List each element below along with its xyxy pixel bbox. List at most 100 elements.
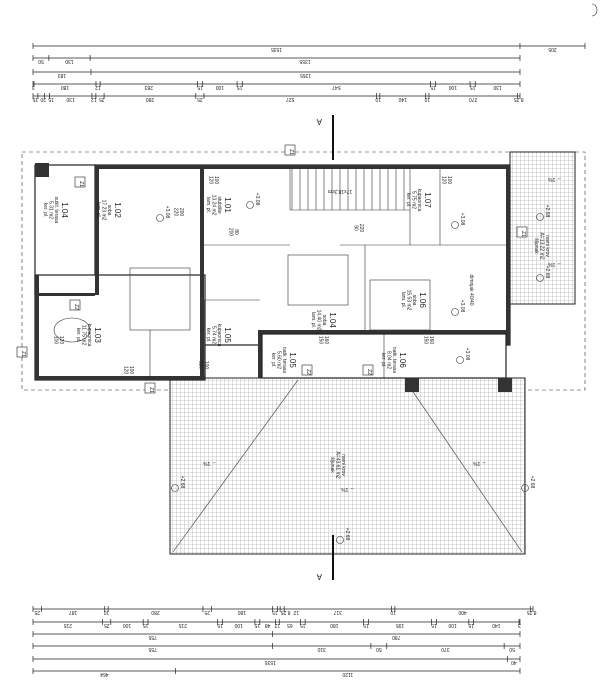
level-label: +3.08 xyxy=(459,213,465,226)
room-label-1-03-line: 11.75 m2 xyxy=(81,325,87,346)
room-label-1-03-line: kupaonica xyxy=(86,324,92,347)
room-label-1-04-line: sušil. terasa xyxy=(53,197,59,224)
room-label-1-05-line: 1.05 xyxy=(288,352,297,368)
chimney xyxy=(498,378,512,392)
opening-dimension-line: 160 xyxy=(428,336,434,345)
tag-label: Z1 xyxy=(520,231,526,237)
room-label-1-07-line: 1.07 xyxy=(423,192,432,208)
room-label-1-05-line: 5.60 m2 xyxy=(276,351,282,369)
slope-label: → 1% xyxy=(203,460,217,466)
level-label: +3.08 xyxy=(464,348,470,361)
room-label-1-02-line: 1.02 xyxy=(113,202,122,218)
level-label-line: +2.68 xyxy=(529,476,535,489)
level-label-line: +3.08 xyxy=(459,300,465,313)
dimension-value: 15 xyxy=(363,622,369,628)
dimension-value: 15 xyxy=(48,96,54,102)
dimension-value: 317 xyxy=(333,609,342,615)
level-label-line: +3.08 xyxy=(254,193,260,206)
dimension-value: 130 xyxy=(66,96,75,102)
dimension-value: 12 xyxy=(293,609,299,615)
dimension-value: 8.25 xyxy=(280,609,290,615)
level-label-line: +2.68 xyxy=(179,476,185,489)
dimension-value: 50 xyxy=(509,646,515,652)
dimension-value: 140 xyxy=(492,622,501,628)
section-marker-a: A xyxy=(316,572,322,581)
tag-label: Z2 xyxy=(73,304,79,310)
dimension-value: 8.25 xyxy=(514,96,524,102)
level-marker-icon xyxy=(451,308,459,316)
dimension-value: 140 xyxy=(398,96,407,102)
dimension-value: 310 xyxy=(317,646,326,652)
section-marker-a: A xyxy=(316,117,322,126)
room-label-1-02-line: lam. pl. xyxy=(95,202,101,218)
dimension-value: 12 xyxy=(274,622,280,628)
slope-label-line: → 1% xyxy=(548,261,562,267)
dimension-value: 270 xyxy=(469,96,478,102)
chimney-label-line: dimnjak 40/40 xyxy=(468,274,474,305)
slope-label-line: → 1% xyxy=(548,176,562,182)
dimension-value: 400 xyxy=(458,609,467,615)
opening-dimension-line: 200 xyxy=(228,228,234,237)
bed xyxy=(369,279,431,331)
opening-dimension-line: 120 xyxy=(208,176,214,185)
room-label-1-07-line: 5.75 m2 xyxy=(411,191,417,209)
level-marker-icon xyxy=(536,274,544,282)
room-label-1-06-line: natk. terasa xyxy=(391,347,397,373)
room-label-1-06-line: 1.06 xyxy=(418,292,427,308)
stair-label: 17x18,3cm xyxy=(328,188,352,194)
opening-dimension-line: 90 xyxy=(353,225,359,231)
opening-dimension-line: 150 xyxy=(423,336,429,345)
tag-z2 xyxy=(301,364,313,376)
room-label-1-01-line: stubište xyxy=(216,196,222,213)
stair-label-line: 17x18,3cm xyxy=(328,188,352,194)
room-label-1-05-line: 1.05 xyxy=(223,327,232,343)
room-label-1-06-line: 15.53 m2 xyxy=(406,290,412,311)
tag-z1 xyxy=(284,144,296,156)
level-marker-icon xyxy=(156,214,164,222)
dimension-value: 50 xyxy=(376,646,382,652)
north-arrow-icon xyxy=(591,3,598,17)
dimension-value: 3 xyxy=(518,622,521,628)
dimension-value: 15 xyxy=(470,84,476,90)
room-label-1-04-line: 5.31 m2 xyxy=(48,201,54,219)
room-label-1-05-line: ker. pl. xyxy=(205,328,211,343)
dimension-value: 10 xyxy=(390,609,396,615)
tag-label-line: Z1 xyxy=(288,149,294,155)
dimension-value: 464 xyxy=(100,671,109,677)
level-label-line: +2.68 xyxy=(344,528,350,541)
level-marker-icon xyxy=(536,213,544,221)
level-marker-icon xyxy=(456,356,464,364)
chimney xyxy=(35,163,49,177)
level-label-line: +3.08 xyxy=(459,213,465,226)
dimension-value: 40 xyxy=(511,659,517,665)
dimension-value: 25 xyxy=(197,96,203,102)
roof-label-main-line: ravni krov xyxy=(340,454,346,476)
dimension-value: 100 xyxy=(215,84,224,90)
opening-dimension-line: 220 xyxy=(173,208,179,217)
dimension-value: 195 xyxy=(396,622,405,628)
roof-label-side-line: šljunak xyxy=(533,238,539,254)
dimension-value: 100 xyxy=(448,84,457,90)
opening-dimension-line: 80 xyxy=(233,229,239,235)
tag-label-line: Z2 xyxy=(366,369,372,375)
dimension-value: 527 xyxy=(286,96,295,102)
room-label-1-05-line: natk. terasa xyxy=(281,347,287,373)
room-label-1-04-line: soba xyxy=(321,315,327,326)
dimension-value: 15 xyxy=(197,84,203,90)
dimension-value: 755 xyxy=(148,634,157,640)
tag-label-line: Z1 xyxy=(20,351,26,357)
slope-label: → 1% xyxy=(548,261,562,267)
level-label: +2.68 xyxy=(529,476,535,489)
level-label: +3.08 xyxy=(254,193,260,206)
dimension-value: 205 xyxy=(548,46,557,52)
